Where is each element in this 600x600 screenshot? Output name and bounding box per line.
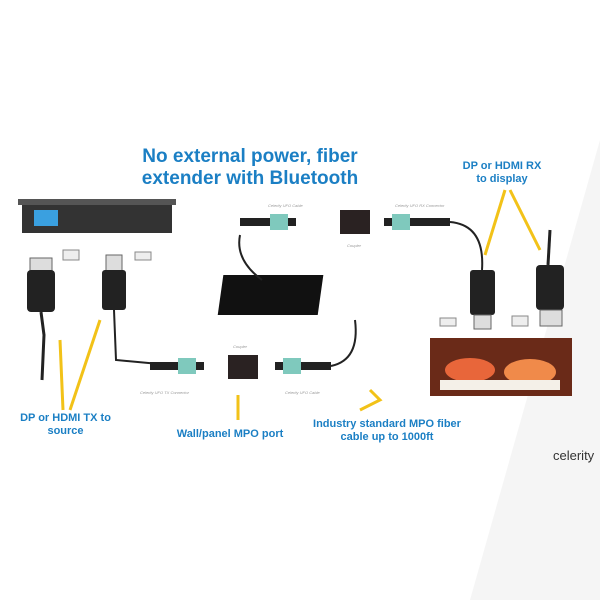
bottom-coupler	[228, 355, 258, 379]
brand-logo: celerity	[553, 448, 595, 463]
rx-dongle-dp	[536, 229, 564, 327]
tx-dongle-hdmi	[102, 254, 171, 366]
page-title: No external power, fiber extender with B…	[141, 146, 359, 189]
rx-label: DP or HDMI RX to display	[462, 160, 542, 185]
tx-mpo-connector	[150, 358, 204, 374]
top-cable-connector	[240, 214, 296, 230]
bottom-cable-caption: Celerity UFO Cable	[285, 390, 320, 395]
tx-connector-caption: Celerity UFO TX Connector	[140, 390, 189, 395]
bottom-cable-connector	[275, 319, 357, 374]
display-image	[430, 338, 572, 396]
port-icons	[62, 249, 529, 327]
wall-port-label: Wall/panel MPO port	[176, 428, 284, 440]
top-coupler	[340, 210, 370, 234]
rx-mpo-connector	[384, 214, 484, 271]
coiled-fiber-cable	[217, 234, 324, 315]
source-device	[18, 199, 176, 233]
tx-label: DP or HDMI TX to source	[20, 412, 111, 437]
callout-arrows	[58, 189, 542, 420]
rx-dongle-hdmi	[470, 270, 495, 330]
rx-connector-caption: Celerity UFO RX Connector	[395, 203, 445, 208]
top-cable-caption: Celerity UFO Cable	[268, 203, 303, 208]
cable-label: Industry standard MPO fiber cable up to …	[313, 418, 461, 443]
top-coupler-caption: Coupler	[347, 243, 362, 248]
tx-dongle-dp	[27, 257, 55, 381]
bottom-coupler-caption: Coupler	[233, 344, 248, 349]
